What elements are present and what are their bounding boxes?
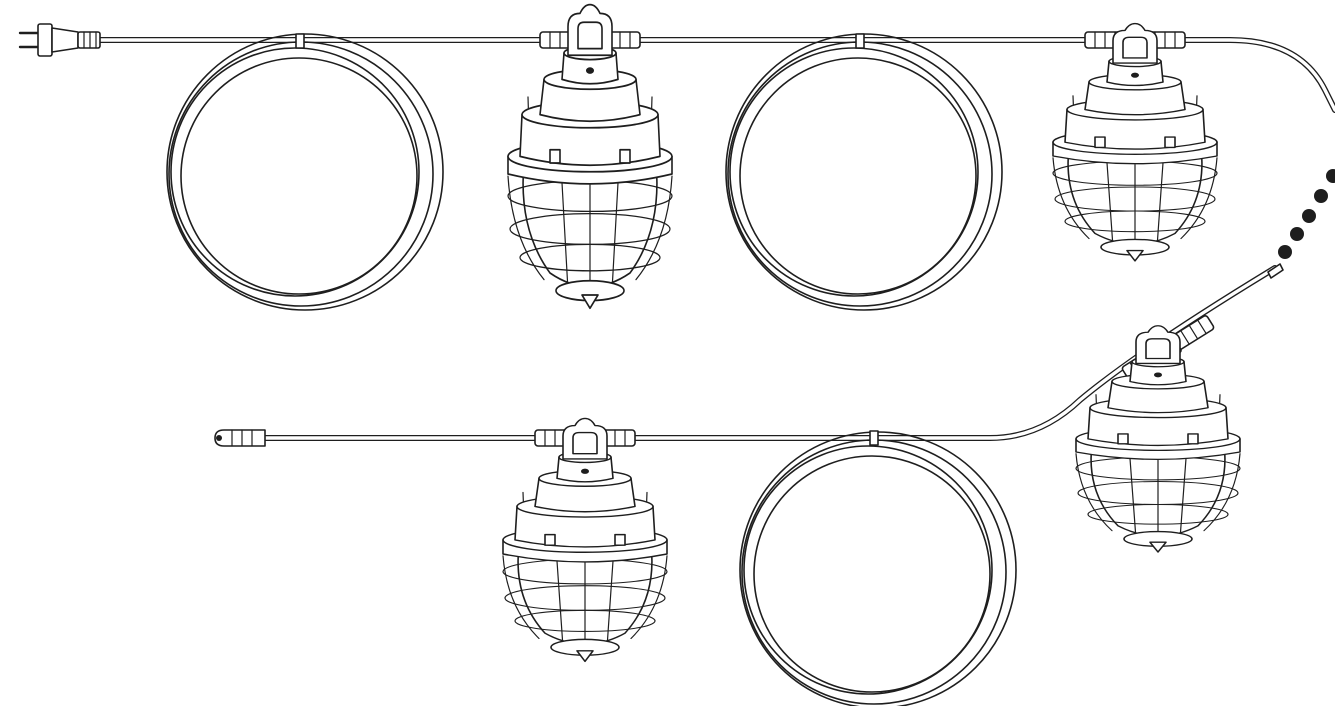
end-connector-icon xyxy=(214,429,266,447)
cord-coil xyxy=(166,33,444,311)
upper-cord xyxy=(97,37,1335,113)
lamp-head xyxy=(507,3,673,310)
lamp-head xyxy=(1075,312,1241,553)
cord-coil xyxy=(739,430,1017,706)
lamp-head xyxy=(1052,22,1218,262)
continuation-dots xyxy=(1278,169,1335,259)
cord-coil xyxy=(725,33,1003,311)
lamp-head xyxy=(502,417,668,663)
cord-end xyxy=(1267,263,1284,279)
lower-cord xyxy=(262,265,1278,441)
plug-icon xyxy=(18,23,101,57)
